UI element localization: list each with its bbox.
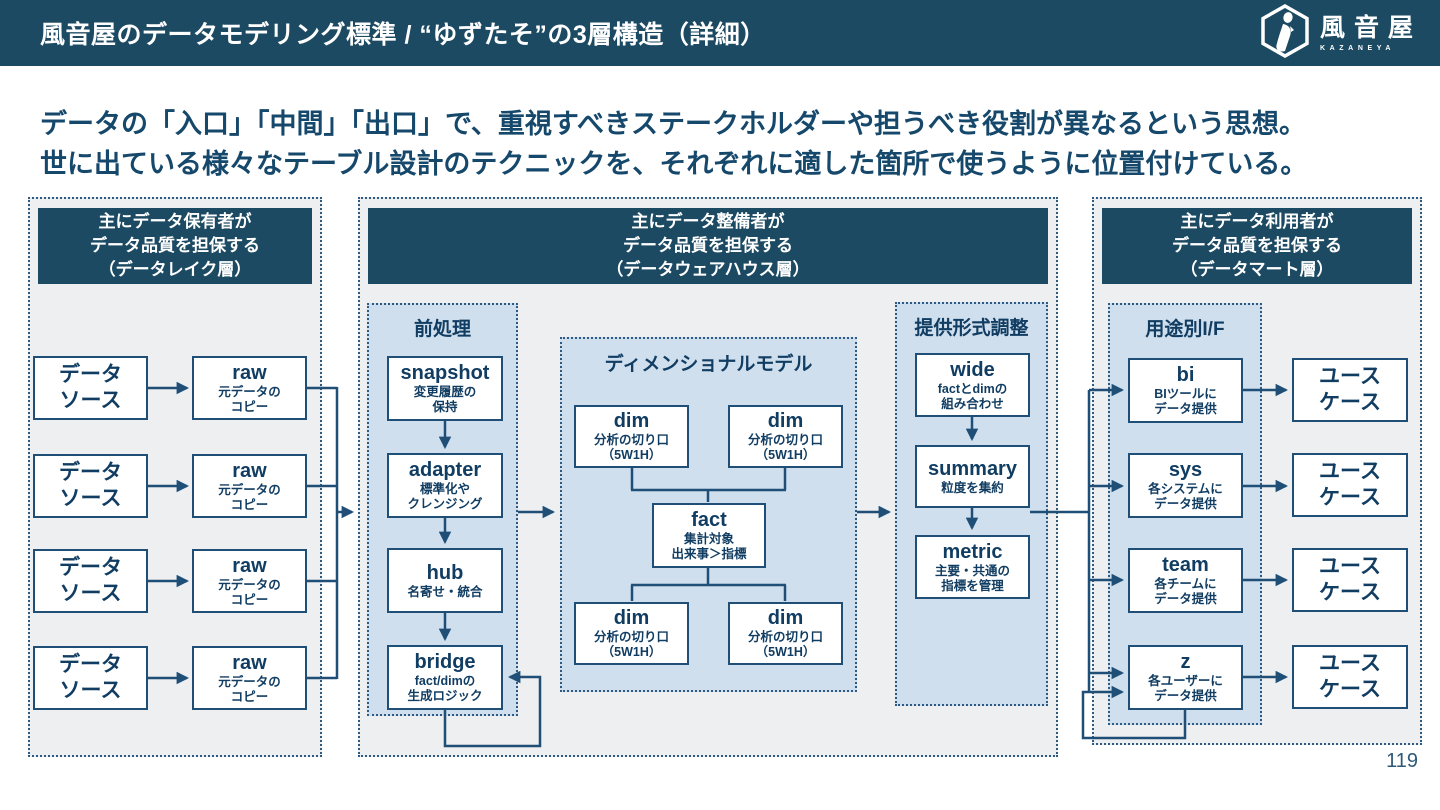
summary-title: summary	[928, 457, 1017, 480]
team-sub: 各チームに データ提供	[1154, 577, 1217, 606]
usecase-label: ユース ケース	[1319, 652, 1381, 701]
intro-line-1: データの「入口」「中間」「出口」で、重視すべきステークホルダーや担うべき役割が異…	[40, 109, 1307, 139]
title-bar	[0, 0, 1440, 66]
usecase-label: ユース ケース	[1319, 555, 1381, 604]
logo-brand-subtext: KAZANEYA	[1319, 44, 1396, 52]
bi-title: bi	[1176, 364, 1195, 386]
fact-sub: 集計対象 出来事＞指標	[671, 532, 747, 561]
adapter-sub: 標準化や クレンジング	[407, 482, 483, 511]
summary-sub: 粒度を集約	[941, 480, 1004, 495]
data-source-label: データ ソース	[59, 461, 122, 510]
bridge-sub: fact/dimの 生成ロジック	[407, 674, 483, 703]
bridge-title: bridge	[414, 651, 476, 673]
dim-sub: 分析の切り口 （5W1H）	[593, 433, 669, 462]
wide-title: wide	[950, 358, 995, 381]
data-source-label: データ ソース	[59, 363, 122, 412]
data-source-label: データ ソース	[59, 556, 122, 605]
hub-sub: 名寄せ・統合	[407, 584, 483, 599]
adapter-title: adapter	[408, 459, 482, 481]
wide-sub: factとdimの 組み合わせ	[937, 381, 1008, 411]
delivery-format-title: 提供形式調整	[914, 318, 1029, 339]
usecase-box: ユース ケース	[1292, 645, 1408, 709]
raw-title: raw	[232, 459, 267, 482]
logo-brand-text: 風音屋	[1319, 13, 1422, 42]
dimensional-model-title: ディメンショナルモデル	[604, 354, 813, 375]
usecase-box: ユース ケース	[1292, 453, 1408, 517]
dim-sub: 分析の切り口 （5W1H）	[593, 630, 669, 659]
raw-title: raw	[232, 554, 267, 577]
data-mart-header: 主にデータ利用者が データ品質を担保する （データマート層）	[1102, 208, 1412, 284]
fact-title: fact	[691, 509, 727, 531]
sys-sub: 各システムに データ提供	[1148, 482, 1223, 511]
dim-title: dim	[767, 607, 804, 629]
data-source-box: データ ソース	[33, 356, 148, 420]
raw-sub: 元データの コピー	[218, 577, 281, 607]
usecase-box: ユース ケース	[1292, 358, 1408, 422]
snapshot-title: snapshot	[400, 362, 490, 384]
kazaneya-logo: 風音屋 KAZANEYA	[1260, 0, 1422, 66]
raw-sub: 元データの コピー	[218, 384, 281, 414]
logo-texts: 風音屋 KAZANEYA	[1319, 13, 1422, 52]
z-sub: 各ユーザーに データ提供	[1148, 674, 1223, 703]
sys-title: sys	[1168, 459, 1203, 481]
dim-title: dim	[613, 410, 650, 432]
preprocess-title: 前処理	[413, 319, 471, 340]
raw-sub: 元データの コピー	[218, 482, 281, 512]
data-source-box: データ ソース	[33, 549, 148, 613]
interfaces-title: 用途別I/F	[1145, 319, 1225, 340]
team-title: team	[1162, 554, 1209, 576]
bi-sub: BIツールに データ提供	[1154, 387, 1217, 416]
data-source-box: データ ソース	[33, 454, 148, 518]
z-title: z	[1180, 651, 1191, 673]
usecase-label: ユース ケース	[1319, 365, 1381, 414]
raw-sub: 元データの コピー	[218, 674, 281, 704]
data-source-label: データ ソース	[59, 653, 122, 702]
metric-sub: 主要・共通の 指標を管理	[934, 563, 1010, 593]
raw-title: raw	[232, 361, 267, 384]
usecase-box: ユース ケース	[1292, 548, 1408, 612]
usecase-label: ユース ケース	[1319, 460, 1381, 509]
dim-sub: 分析の切り口 （5W1H）	[747, 630, 823, 659]
page-number: 119	[1386, 750, 1418, 772]
snapshot-sub: 変更履歴の 保持	[413, 385, 477, 414]
hub-title: hub	[426, 561, 464, 584]
dim-title: dim	[767, 410, 804, 432]
raw-title: raw	[232, 651, 267, 674]
data-lake-header: 主にデータ保有者が データ品質を担保する （データレイク層）	[38, 208, 312, 284]
data-warehouse-header: 主にデータ整備者が データ品質を担保する （データウェアハウス層）	[368, 208, 1048, 284]
dim-title: dim	[613, 607, 650, 629]
dim-sub: 分析の切り口 （5W1H）	[747, 433, 823, 462]
metric-title: metric	[942, 540, 1003, 563]
intro-line-2: 世に出ている様々なテーブル設計のテクニックを、それぞれに適した箇所で使うように位…	[40, 149, 1308, 179]
page-title: 風音屋のデータモデリング標準 / “ゆずたそ”の3層構造（詳細）	[40, 21, 766, 49]
intro-text: データの「入口」「中間」「出口」で、重視すべきステークホルダーや担うべき役割が異…	[40, 104, 1307, 184]
kazaneya-hexagon-icon	[1260, 3, 1310, 63]
data-source-box: データ ソース	[33, 646, 148, 710]
